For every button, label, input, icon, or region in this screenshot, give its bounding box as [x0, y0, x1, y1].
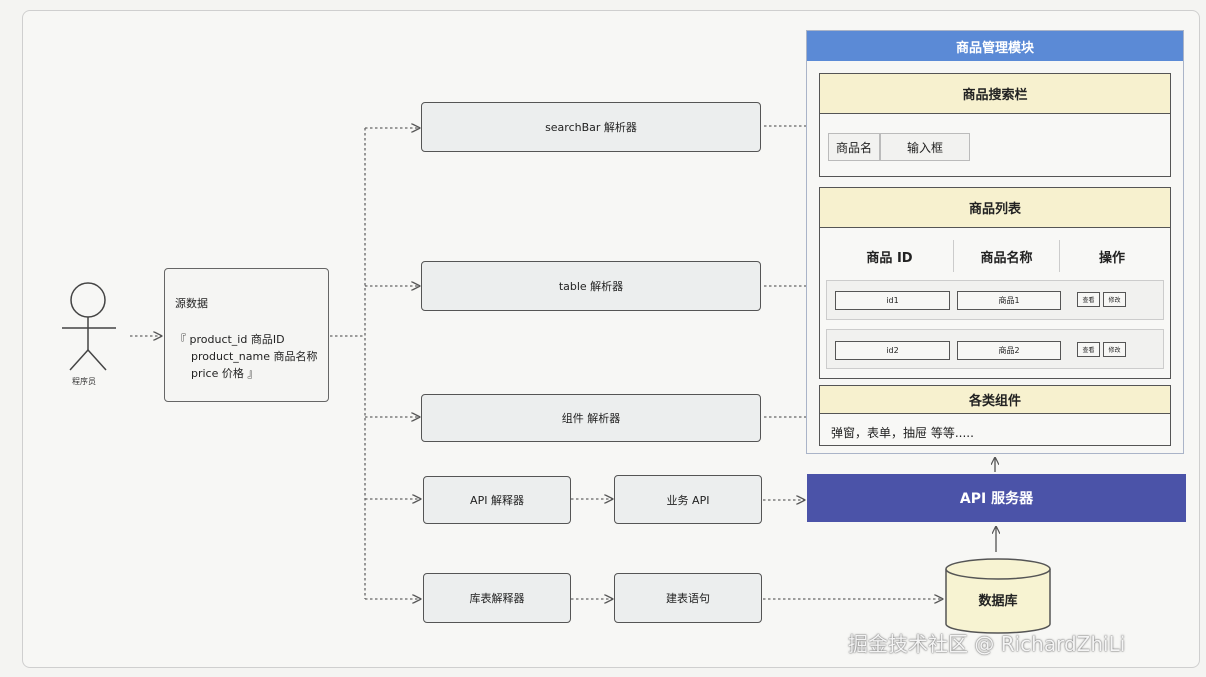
actor-label: 程序员: [72, 377, 96, 386]
row2-name: 商品2: [957, 341, 1061, 360]
component-parser-box: 组件 解析器: [421, 394, 761, 442]
row1-id: id1: [835, 291, 950, 310]
db-parser-box: 库表解释器: [423, 573, 571, 623]
source-field-price: price 价格 』: [191, 367, 259, 380]
source-data-box: 源数据 『 product_id 商品ID product_name 商品名称 …: [164, 268, 329, 402]
product-module: 商品管理模块 商品搜索栏 商品名 输入框 商品列表 商品 ID 商品名称 操作 …: [806, 30, 1184, 454]
row2-id: id2: [835, 341, 950, 360]
row1-name: 商品1: [957, 291, 1061, 310]
business-api-box: 业务 API: [614, 475, 762, 524]
table-row: id2 商品2 查看 修改: [826, 329, 1164, 369]
row2-edit-button[interactable]: 修改: [1103, 342, 1126, 357]
database-cylinder-shape: [945, 558, 1051, 634]
col-header-name: 商品名称: [954, 240, 1060, 272]
module-title: 商品管理模块: [807, 31, 1183, 61]
table-row: id1 商品1 查看 修改: [826, 280, 1164, 320]
product-list-panel: 商品列表 商品 ID 商品名称 操作 id1 商品1 查看 修改 id2 商品2…: [819, 187, 1171, 379]
components-panel: 各类组件 弹窗，表单，抽屉 等等.....: [819, 385, 1171, 446]
api-server-box: API 服务器: [807, 474, 1186, 522]
searchbar-parser-box: searchBar 解析器: [421, 102, 761, 152]
table-parser-box: table 解析器: [421, 261, 761, 311]
search-bar-title: 商品搜索栏: [820, 74, 1170, 114]
components-title: 各类组件: [820, 386, 1170, 414]
programmer-actor-icon: [62, 282, 116, 371]
source-field-product-id: 『 product_id 商品ID: [175, 333, 285, 346]
source-title: 源数据: [175, 297, 208, 310]
row1-edit-button[interactable]: 修改: [1103, 292, 1126, 307]
product-name-label: 商品名: [828, 133, 880, 161]
watermark: 掘金技术社区 @ RichardZhiLi: [848, 632, 1126, 656]
source-field-product-name: product_name 商品名称: [191, 350, 318, 363]
row1-view-button[interactable]: 查看: [1077, 292, 1100, 307]
product-name-input[interactable]: 输入框: [880, 133, 970, 161]
api-parser-box: API 解释器: [423, 476, 571, 524]
search-bar-panel: 商品搜索栏 商品名 输入框: [819, 73, 1171, 177]
components-desc: 弹窗，表单，抽屉 等等.....: [831, 426, 974, 440]
col-header-id: 商品 ID: [826, 240, 954, 272]
ddl-box: 建表语句: [614, 573, 762, 623]
col-header-actions: 操作: [1098, 250, 1125, 266]
product-list-title: 商品列表: [820, 188, 1170, 228]
database-label: 数据库: [978, 594, 1018, 609]
row2-view-button[interactable]: 查看: [1077, 342, 1100, 357]
